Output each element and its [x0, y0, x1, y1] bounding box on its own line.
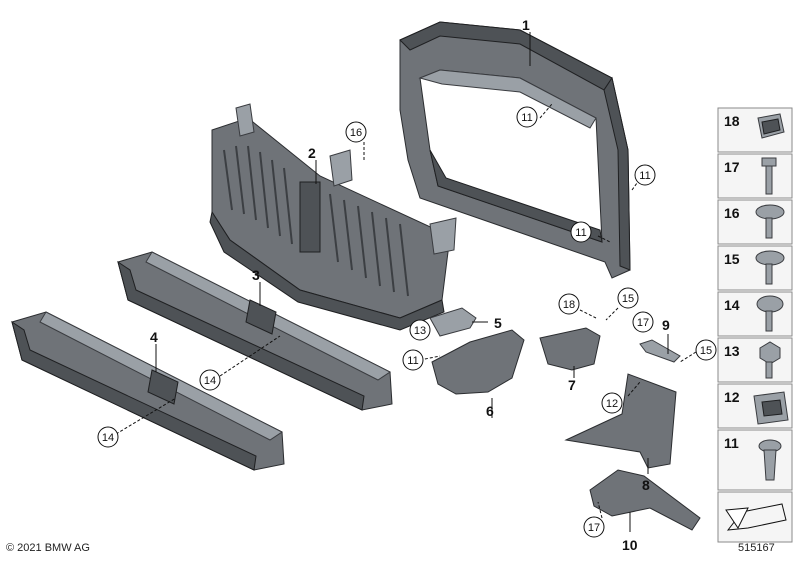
callout-15: 15 — [617, 287, 639, 309]
part-10-bracket — [589, 469, 701, 531]
part-labels: 1 2 3 4 5 6 7 8 9 10 — [150, 17, 670, 553]
part-label-7: 7 — [568, 377, 576, 393]
pan-screw-icon — [756, 295, 784, 332]
svg-text:17: 17 — [588, 522, 600, 534]
callout-18: 18 — [558, 293, 580, 315]
svg-text:11: 11 — [575, 227, 586, 239]
sidebar-label-17: 17 — [724, 159, 740, 175]
part-8-air-guide — [564, 373, 677, 469]
part-2-shutter — [209, 103, 457, 331]
svg-text:16: 16 — [350, 127, 362, 139]
callout-11: 11 — [634, 164, 656, 186]
callouts: 11 11 11 11 12 13 14 14 15 15 16 17 17 1… — [97, 106, 717, 538]
part-label-8: 8 — [642, 477, 650, 493]
spring-clip-icon — [753, 391, 789, 425]
part-4-duct — [11, 311, 285, 471]
svg-text:17: 17 — [637, 317, 649, 329]
svg-text:13: 13 — [414, 325, 426, 337]
clip-nut-icon — [757, 113, 785, 139]
callout-11: 11 — [570, 221, 592, 243]
expanding-rivet-icon — [758, 439, 782, 481]
svg-text:15: 15 — [700, 345, 712, 357]
sidebar-label-15: 15 — [724, 251, 740, 267]
part-label-2: 2 — [308, 145, 316, 161]
sidebar-cell — [717, 429, 793, 491]
svg-text:11: 11 — [521, 112, 532, 124]
svg-text:12: 12 — [606, 398, 618, 410]
sidebar-label-12: 12 — [724, 389, 740, 405]
part-3-duct — [117, 251, 393, 411]
part-label-4: 4 — [150, 329, 158, 345]
flange-screw-icon — [755, 250, 785, 285]
sidebar-label-18: 18 — [724, 113, 740, 129]
sidebar-cell — [717, 153, 793, 199]
svg-text:15: 15 — [622, 293, 634, 305]
part-label-3: 3 — [252, 267, 260, 283]
hex-screw-icon — [759, 341, 781, 379]
callout-15: 15 — [695, 339, 717, 361]
svg-text:11: 11 — [407, 355, 418, 367]
sidebar-label-14: 14 — [724, 297, 740, 313]
sidebar-cell — [717, 337, 793, 383]
part-label-6: 6 — [486, 403, 494, 419]
part-label-1: 1 — [522, 17, 530, 33]
fastener-sidebar: 18 17 16 15 14 13 12 11 — [717, 107, 793, 543]
direction-arrow-icon — [725, 503, 787, 531]
sidebar-label-11: 11 — [724, 435, 739, 451]
part-9-bracket — [639, 339, 681, 363]
bolt-icon — [761, 157, 777, 195]
leader-lines — [115, 32, 697, 532]
part-6-air-guide — [431, 329, 525, 395]
part-7-air-guide — [539, 327, 601, 371]
copyright-text: © 2021 BMW AG — [6, 542, 90, 554]
part-label-5: 5 — [494, 315, 502, 331]
diagram-id: 515167 — [738, 542, 775, 554]
callout-11: 11 — [516, 106, 538, 128]
part-label-9: 9 — [662, 317, 670, 333]
svg-text:11: 11 — [639, 170, 650, 182]
shutter-slats — [223, 145, 409, 297]
callout-13: 13 — [409, 319, 431, 341]
svg-text:14: 14 — [102, 432, 114, 444]
part-5-bracket — [429, 307, 477, 337]
callout-17: 17 — [583, 516, 605, 538]
part-1-frame — [399, 21, 631, 279]
callout-17: 17 — [632, 311, 654, 333]
flange-screw-icon — [755, 204, 785, 239]
callout-14: 14 — [199, 369, 221, 391]
svg-text:18: 18 — [563, 299, 575, 311]
callout-14: 14 — [97, 426, 119, 448]
callout-11: 11 — [402, 349, 424, 371]
sidebar-cell — [717, 291, 793, 337]
sidebar-cell-arrow — [717, 491, 793, 543]
callout-16: 16 — [345, 121, 367, 143]
callout-12: 12 — [601, 392, 623, 414]
sidebar-label-16: 16 — [724, 205, 740, 221]
sidebar-label-13: 13 — [724, 343, 740, 359]
part-label-10: 10 — [622, 537, 638, 553]
svg-text:14: 14 — [204, 375, 216, 387]
